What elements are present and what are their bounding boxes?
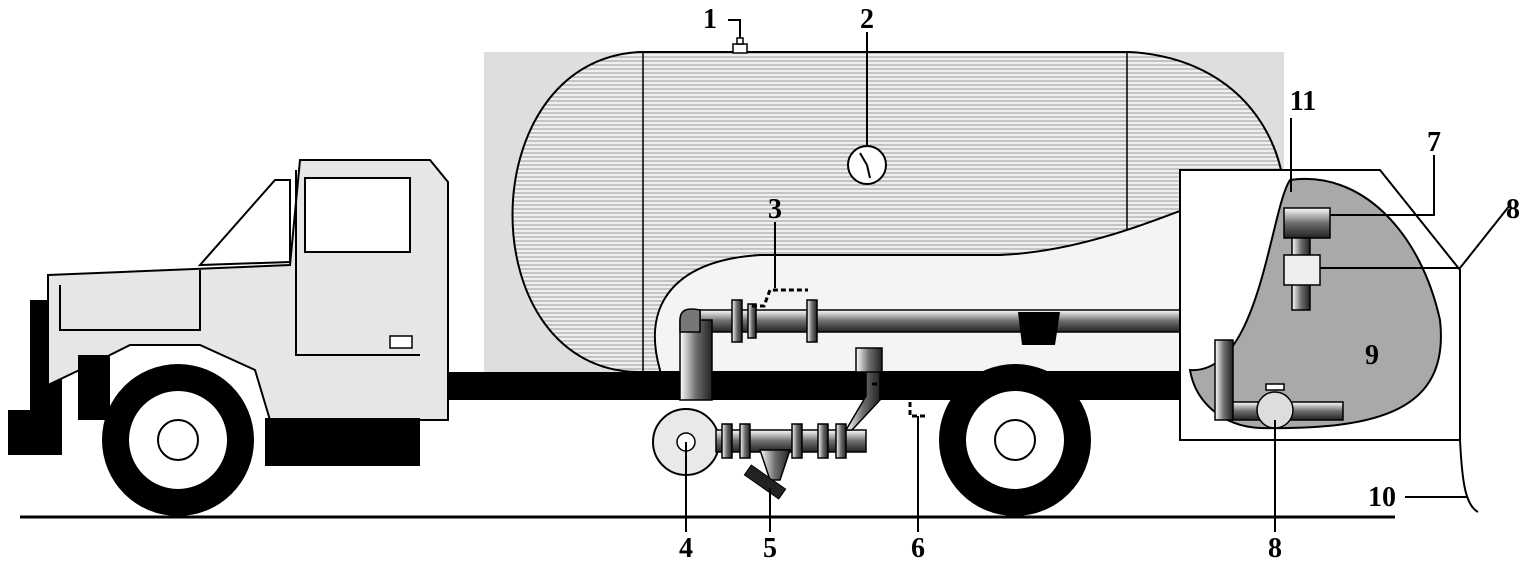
callout-10: 10 [1368, 482, 1396, 513]
leader-line-8a [1320, 204, 1511, 269]
callout-3: 3 [768, 194, 782, 225]
bypass-valve-icon [752, 288, 808, 308]
strainer-icon [743, 449, 792, 500]
callout-8a: 8 [1506, 194, 1520, 225]
leader-line-7 [1330, 155, 1435, 216]
relief-valve-icon [732, 37, 748, 54]
callout-2: 2 [860, 4, 874, 35]
rear-cabinet [1179, 169, 1461, 441]
pump-inlet-elbow [679, 319, 713, 401]
truck-icon [8, 159, 449, 466]
callout-11: 11 [1290, 86, 1316, 117]
pipe-clamp [1018, 312, 1060, 345]
callout-5: 5 [763, 533, 777, 562]
valve-icon [1283, 254, 1321, 286]
leader-line-1 [728, 19, 741, 38]
front-wheel [102, 364, 254, 516]
callout-4: 4 [679, 533, 693, 562]
callout-1: 1 [703, 4, 717, 35]
callout-6: 6 [911, 533, 925, 562]
callout-9: 9 [1365, 340, 1379, 371]
callout-7: 7 [1427, 127, 1441, 158]
differential-valve-icon [872, 382, 926, 418]
rear-wheel [939, 364, 1091, 516]
callout-8b: 8 [1268, 533, 1282, 562]
gauge-icon [847, 145, 887, 185]
delivery-hose-10 [1459, 439, 1479, 513]
